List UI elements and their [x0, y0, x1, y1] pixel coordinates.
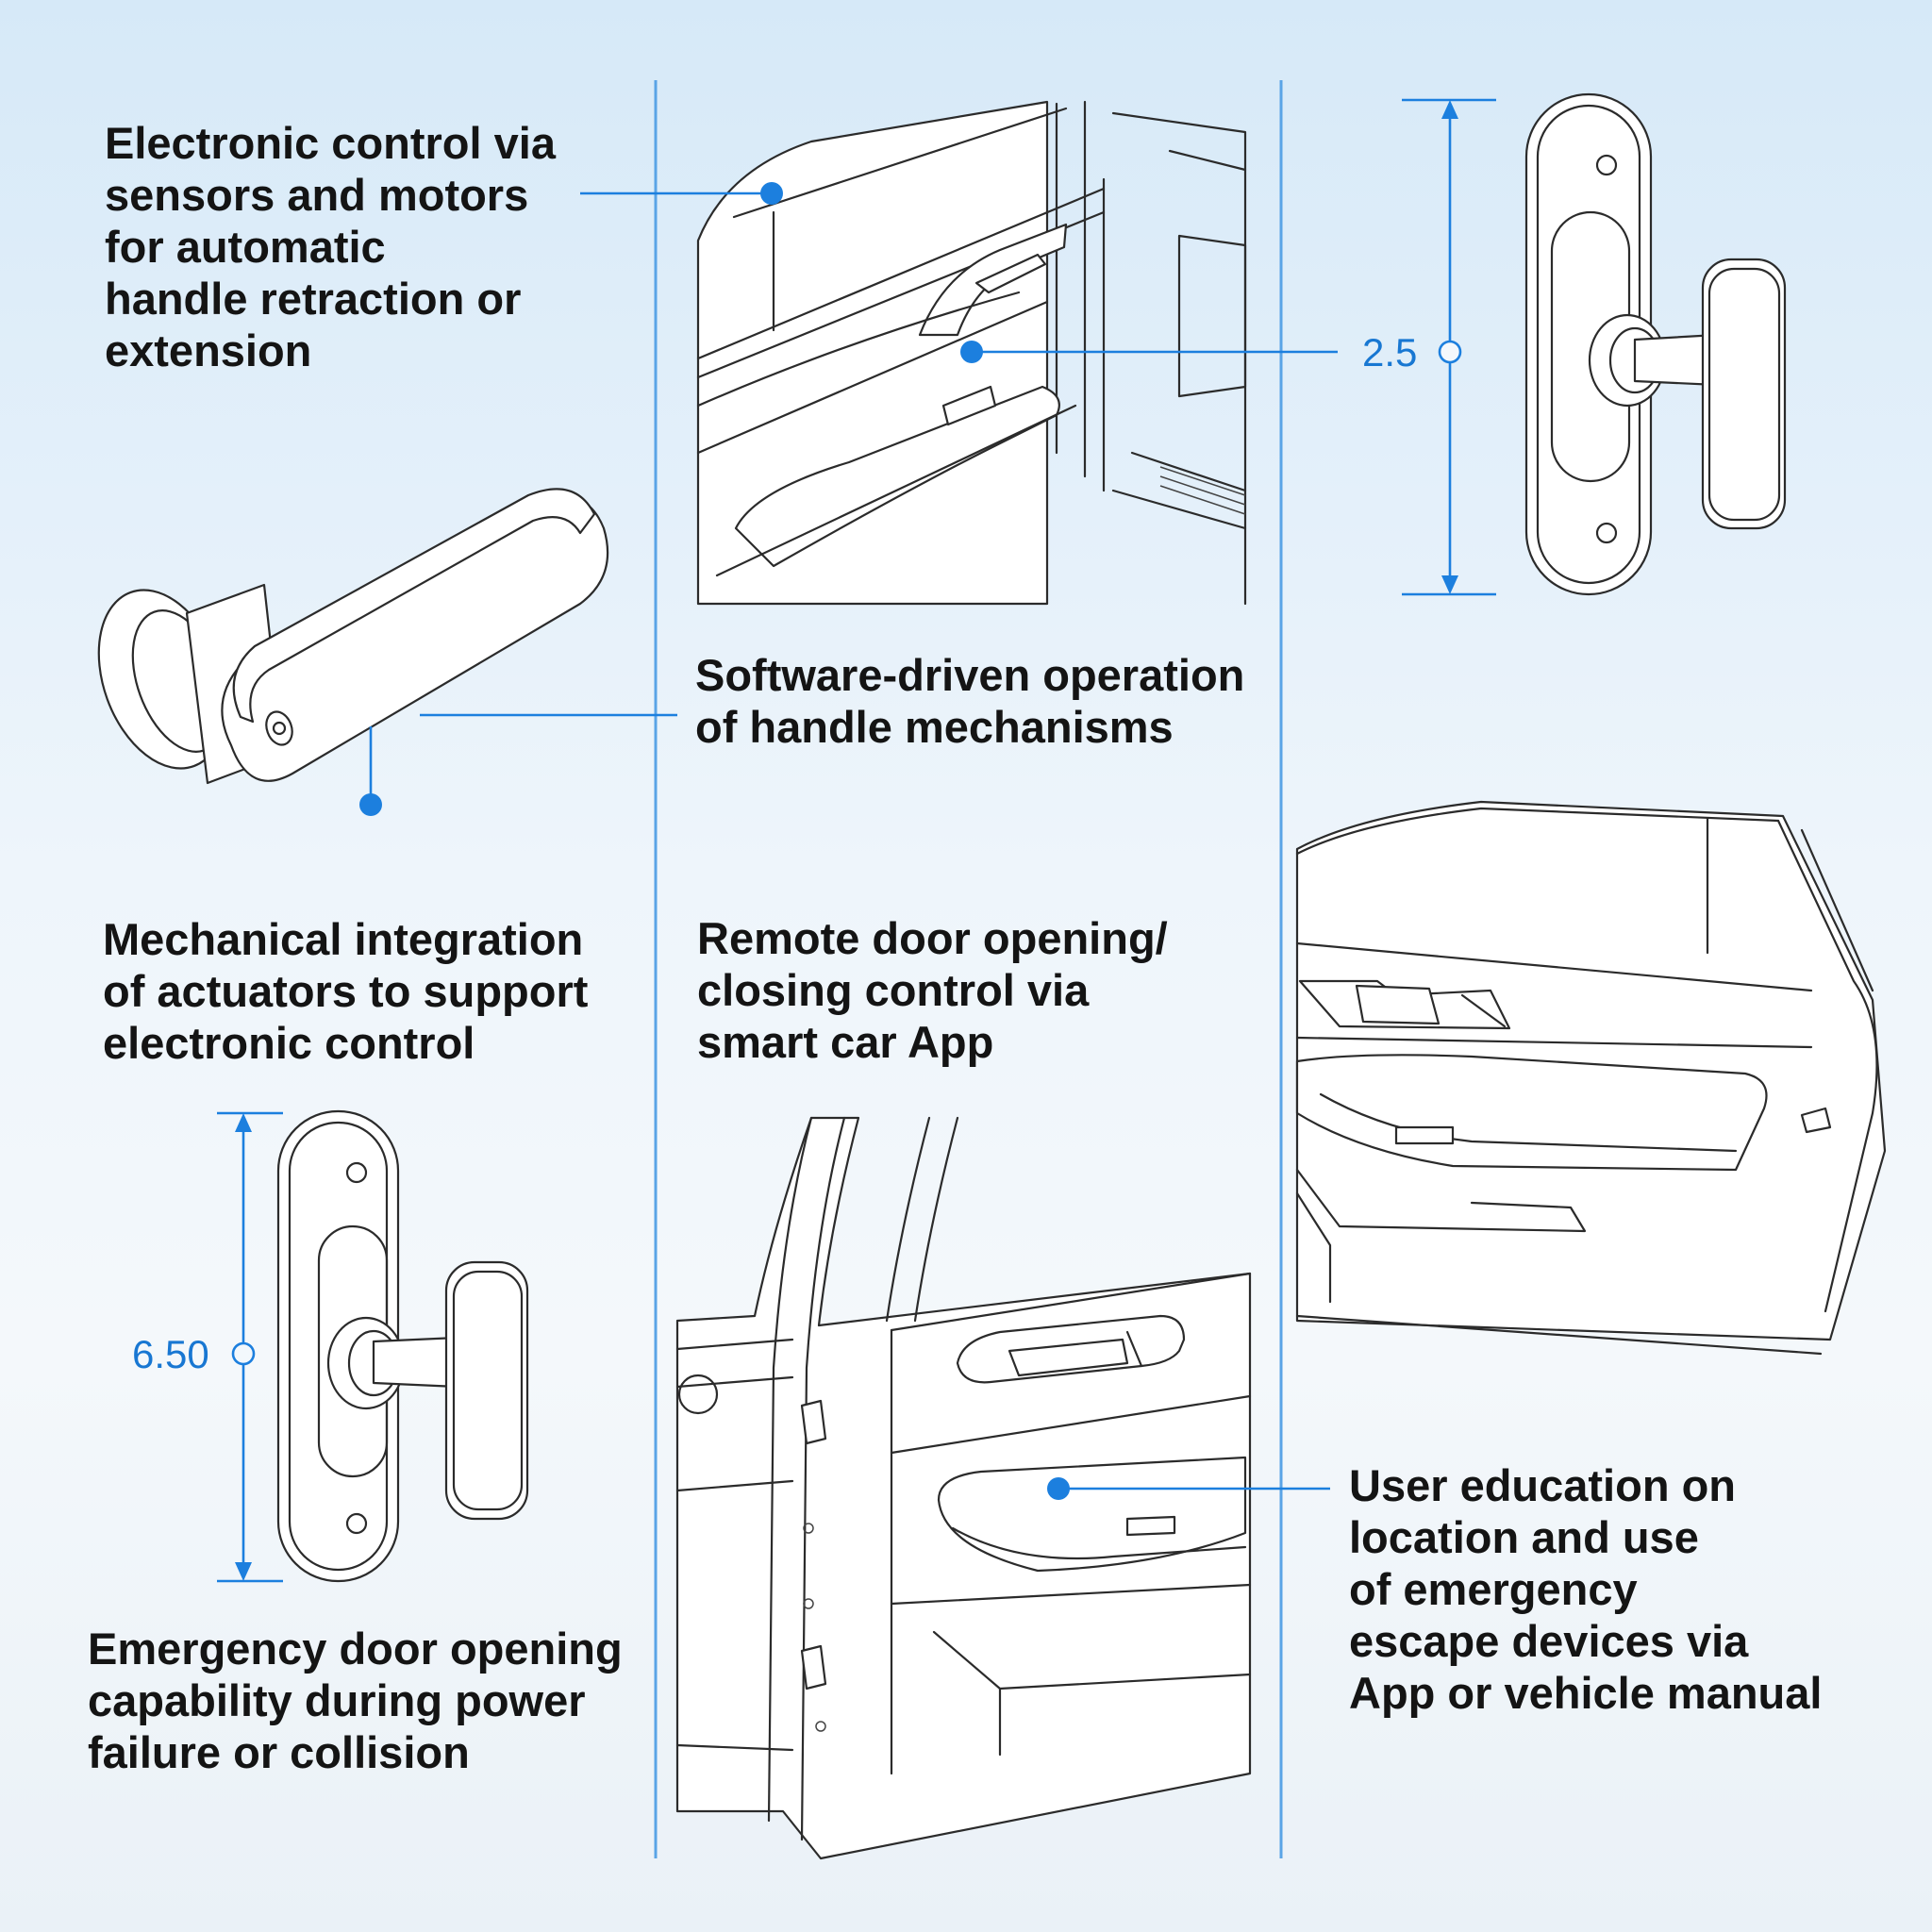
dimension-label-bottom: 6.50 [132, 1332, 209, 1376]
callout-dot-icon [960, 341, 983, 363]
caption-software-driven: Software-driven operation of handle mech… [695, 650, 1245, 752]
door-handle-illustration-top [1524, 92, 1787, 596]
callout-dot-icon [1047, 1477, 1070, 1500]
car-door-illustration-right [1295, 800, 1887, 1356]
caption-emergency-opening: Emergency door opening capability during… [88, 1624, 623, 1777]
caption-user-education: User education on location and use of em… [1349, 1460, 1823, 1718]
door-handle-illustration-left [97, 488, 609, 785]
door-handle-illustration-bottom [276, 1109, 529, 1583]
dimension-arrow-icon [217, 1111, 283, 1583]
car-door-illustration-bottom [675, 1116, 1252, 1860]
callout-dot-icon [359, 793, 382, 816]
caption-mechanical-integration: Mechanical integration of actuators to s… [103, 914, 589, 1068]
callout-dot-icon [760, 182, 783, 205]
dimension-label-top: 2.5 [1362, 330, 1418, 375]
car-door-illustration-top [696, 100, 1247, 606]
dimension-arrow-icon [1402, 98, 1496, 596]
caption-electronic-control: Electronic control via sensors and motor… [105, 118, 556, 375]
caption-remote-opening: Remote door opening/ closing control via… [697, 913, 1168, 1067]
